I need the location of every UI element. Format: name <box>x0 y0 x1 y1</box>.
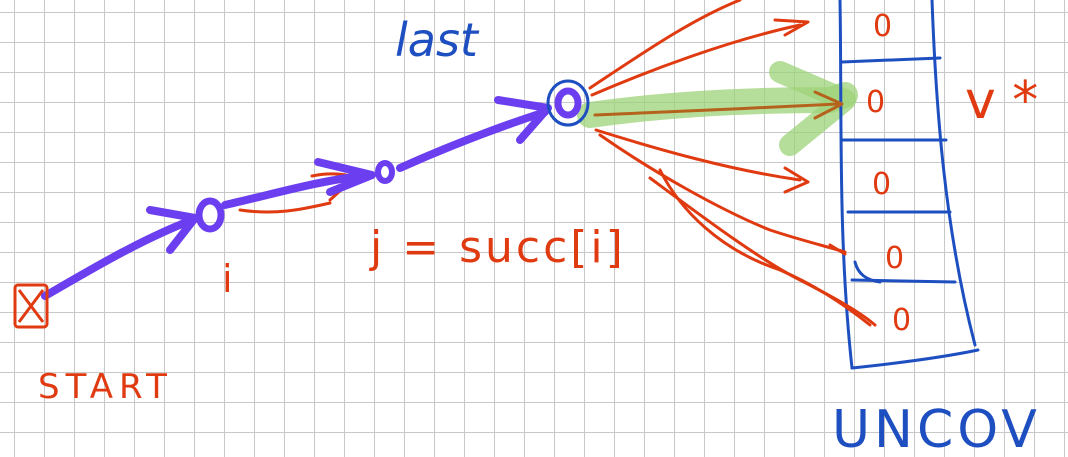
node-i <box>195 197 225 233</box>
slot-marker: 0 <box>873 9 892 44</box>
slot-marker: 0 <box>885 241 904 276</box>
label-v-star: v * <box>965 71 1038 131</box>
start-node <box>13 283 49 329</box>
node-j <box>375 160 395 184</box>
node-last <box>546 79 590 127</box>
label-i: i <box>222 257 233 301</box>
slot-marker: 0 <box>866 85 885 120</box>
label-start: START <box>38 367 173 407</box>
uncov-column <box>838 0 980 370</box>
v-star-highlight-arrowhead <box>769 61 856 156</box>
v-star-highlight <box>577 82 858 128</box>
label-last: last <box>395 13 480 67</box>
slot-marker: 0 <box>892 303 911 338</box>
v-star-edge <box>593 90 844 120</box>
label-j-succ: j = succ[i] <box>369 222 626 273</box>
label-uncov: UNCOV <box>832 400 1041 457</box>
slot-marker: 0 <box>872 167 891 202</box>
